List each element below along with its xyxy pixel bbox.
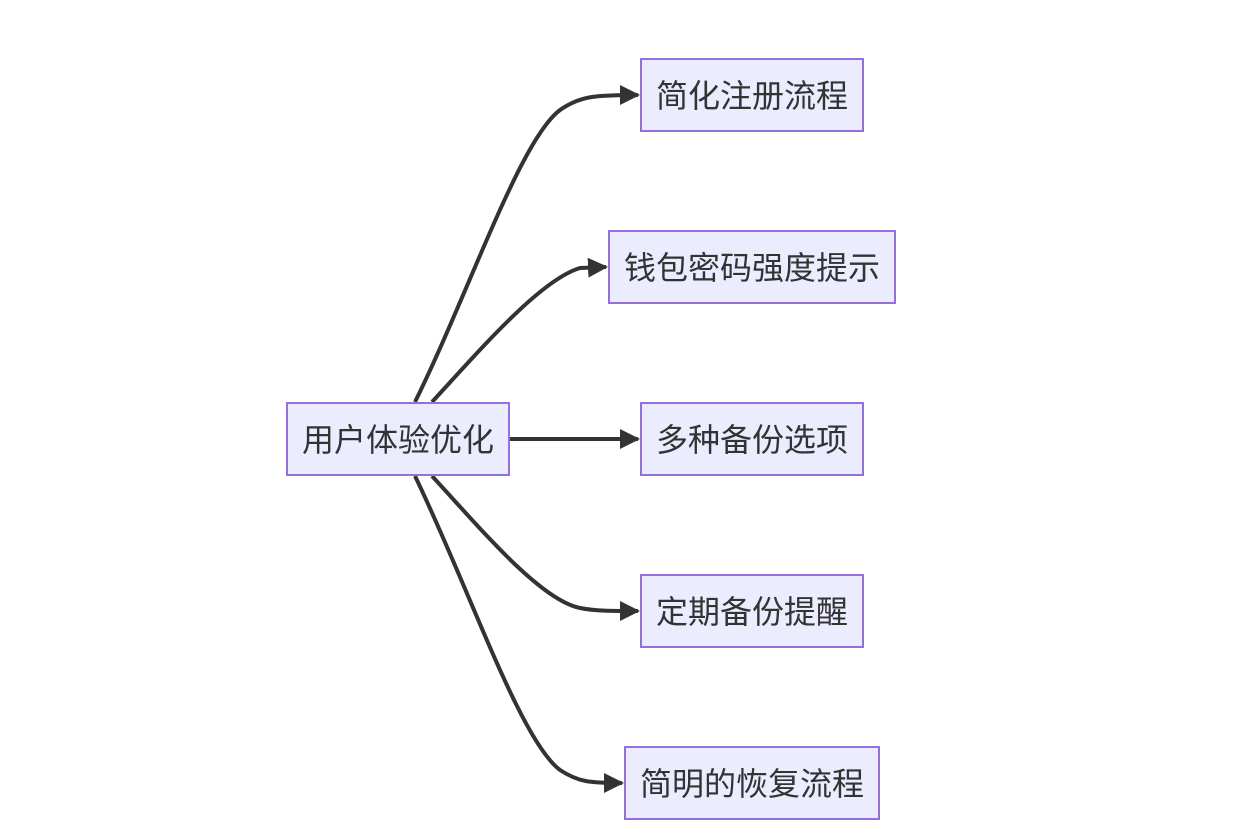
edge-root-to-n2 [430, 257, 608, 404]
node-n5-label: 简明的恢复流程 [640, 765, 864, 803]
node-n1-box [640, 58, 864, 132]
edges [413, 85, 640, 793]
node-simplify-registration[interactable]: 简化注册流程 [640, 58, 864, 132]
node-n4-box [640, 574, 864, 648]
node-root-label: 用户体验优化 [302, 421, 494, 459]
node-n2-label: 钱包密码强度提示 [624, 249, 880, 287]
node-backup-options[interactable]: 多种备份选项 [640, 402, 864, 476]
node-n2-box [608, 230, 896, 304]
node-backup-reminder[interactable]: 定期备份提醒 [640, 574, 864, 648]
node-n3-box [640, 402, 864, 476]
node-password-strength-hint[interactable]: 钱包密码强度提示 [608, 230, 896, 304]
node-n3-label: 多种备份选项 [656, 421, 848, 459]
edge-root-to-n5 [413, 475, 624, 793]
node-n1-label: 简化注册流程 [656, 77, 848, 115]
node-root[interactable]: 用户体验优化 [286, 402, 510, 476]
node-root-box [286, 402, 510, 476]
edge-root-to-n1 [413, 85, 640, 403]
edge-root-to-n4 [430, 474, 640, 621]
node-n4-label: 定期备份提醒 [656, 593, 848, 631]
node-recovery-flow[interactable]: 简明的恢复流程 [624, 746, 880, 820]
node-n5-box [624, 746, 880, 820]
